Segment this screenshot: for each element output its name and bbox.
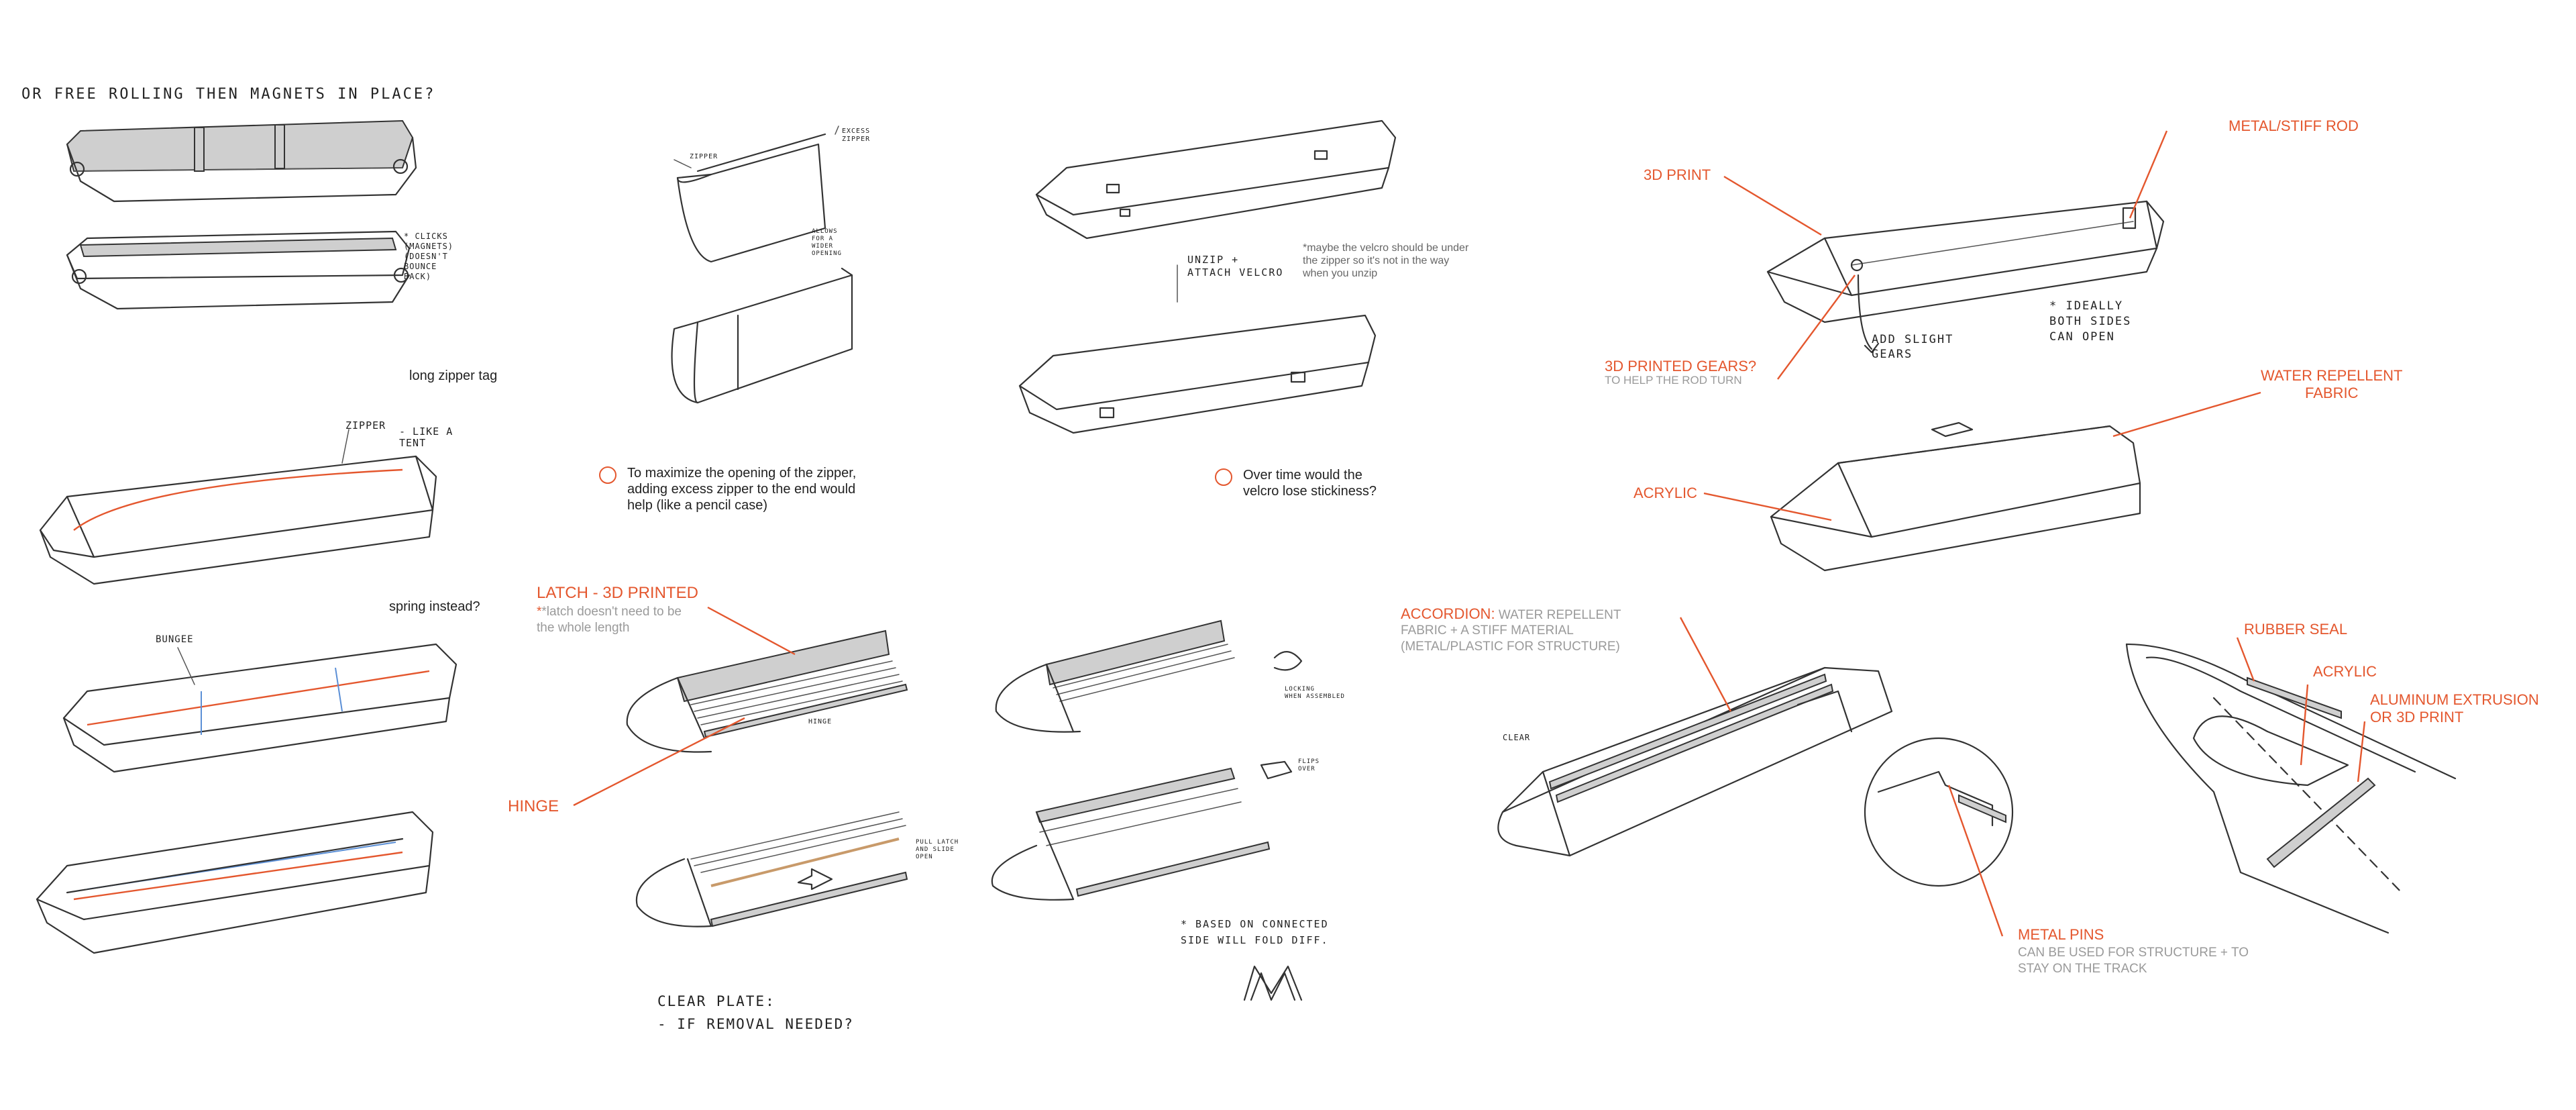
track-corner-sketch xyxy=(2125,643,2457,934)
boat-sketch-magnets xyxy=(66,230,411,310)
acrylic-label-bottom: ACRYLIC xyxy=(2313,663,2377,680)
clicks-note: * CLICKS (MAGNETS) (DOESN'T BOUNCE BACK) xyxy=(404,232,454,281)
locking-when-assembled-label: LOCKING WHEN ASSEMBLED xyxy=(1285,686,1345,700)
ideally-both-sides-note: * IDEALLY BOTH SIDES CAN OPEN xyxy=(2049,299,2132,344)
latch-3d-printed-label: LATCH - 3D PRINTED xyxy=(537,584,698,602)
velcro-sketch-bottom xyxy=(1018,264,1377,434)
flips-over-label: FLIPS OVER xyxy=(1298,758,1320,772)
boat-sketch-zipper-tent xyxy=(39,429,437,585)
accordion-sketch xyxy=(1497,666,2014,887)
clear-label: CLEAR xyxy=(1503,733,1531,742)
fold-m-sketch xyxy=(1243,965,1303,1001)
acrylic-label-top: ACRYLIC xyxy=(1633,485,1697,501)
question-marker-zipper xyxy=(599,466,616,484)
pencil-case-sketch xyxy=(671,125,853,404)
boat-sketch-cover-lines xyxy=(36,811,434,954)
add-slight-gears-label: ADD SLIGHT GEARS xyxy=(1872,333,1954,361)
zipper-small-label: ZIPPER xyxy=(690,153,718,160)
latch-subnote-text: *latch doesn't need to be the whole leng… xyxy=(537,605,682,635)
latch-sketch-top xyxy=(626,629,908,753)
accordion-label: ACCORDION: WATER REPELLENT xyxy=(1401,605,1621,623)
aluminum-extrusion-label: ALUMINUM EXTRUSION OR 3D PRINT xyxy=(2370,691,2539,725)
wider-opening-label: ALLOWS FOR A WIDER OPENING xyxy=(812,228,842,257)
leader-lines xyxy=(573,130,2366,937)
flip-sketch-bottom xyxy=(991,760,1293,901)
based-on-connected-note: * BASED ON CONNECTED SIDE WILL FOLD DIFF… xyxy=(1181,918,1329,946)
latch-subnote: **latch doesn't need to be the whole len… xyxy=(537,605,682,635)
velcro-sketch-top xyxy=(1035,119,1397,240)
water-repellent-fabric-label: WATER REPELLENT FABRIC xyxy=(2261,367,2403,401)
question-marker-velcro xyxy=(1215,468,1232,486)
acrylic-boat-sketch xyxy=(1770,421,2141,572)
boat-sketch-bungee xyxy=(62,643,458,773)
rubber-seal-label: RUBBER SEAL xyxy=(2244,621,2348,638)
hinge-small-label: HINGE xyxy=(808,718,833,725)
excess-zipper-label: EXCESS ZIPPER xyxy=(842,128,871,143)
unzip-attach-velcro-label: UNZIP + ATTACH VELCRO xyxy=(1187,254,1284,279)
accordion-title: ACCORDION: xyxy=(1401,605,1495,622)
maximize-zipper-note: To maximize the opening of the zipper, a… xyxy=(627,466,857,513)
flip-sketch-top xyxy=(995,619,1303,733)
velcro-stickiness-note: Over time would the velcro lose stickine… xyxy=(1243,468,1377,499)
hinge-label: HINGE xyxy=(508,797,559,815)
clear-plate-note: CLEAR PLATE: - IF REMOVAL NEEDED? xyxy=(657,993,854,1032)
metal-pins-label: METAL PINS xyxy=(2018,926,2104,943)
rod-boat-sketch xyxy=(1766,200,2165,354)
spring-instead-note: spring instead? xyxy=(389,599,480,614)
accordion-desc-rest: FABRIC + A STIFF MATERIAL (METAL/PLASTIC… xyxy=(1401,623,1620,654)
to-help-rod-turn-label: TO HELP THE ROD TURN xyxy=(1605,374,1742,387)
accordion-desc-line1: WATER REPELLENT xyxy=(1495,608,1621,622)
3d-printed-gears-label: 3D PRINTED GEARS? xyxy=(1605,358,1757,374)
bungee-label: BUNGEE xyxy=(156,634,194,645)
velcro-under-zipper-note: *maybe the velcro should be under the zi… xyxy=(1303,242,1469,279)
latch-sketch-bottom xyxy=(635,811,908,927)
metal-stiff-rod-label: METAL/STIFF ROD xyxy=(2229,117,2359,134)
metal-pins-desc: CAN BE USED FOR STRUCTURE + TO STAY ON T… xyxy=(2018,946,2249,976)
zipper-label: ZIPPER xyxy=(345,419,386,432)
boat-sketch-rolling-cover xyxy=(66,119,417,203)
like-a-tent-label: - LIKE A TENT xyxy=(399,425,453,449)
long-zipper-tag-note: long zipper tag xyxy=(409,368,498,383)
free-rolling-question: OR FREE ROLLING THEN MAGNETS IN PLACE? xyxy=(21,86,436,103)
pull-latch-label: PULL LATCH AND SLIDE OPEN xyxy=(916,839,959,860)
3d-print-label: 3D PRINT xyxy=(1644,166,1711,183)
